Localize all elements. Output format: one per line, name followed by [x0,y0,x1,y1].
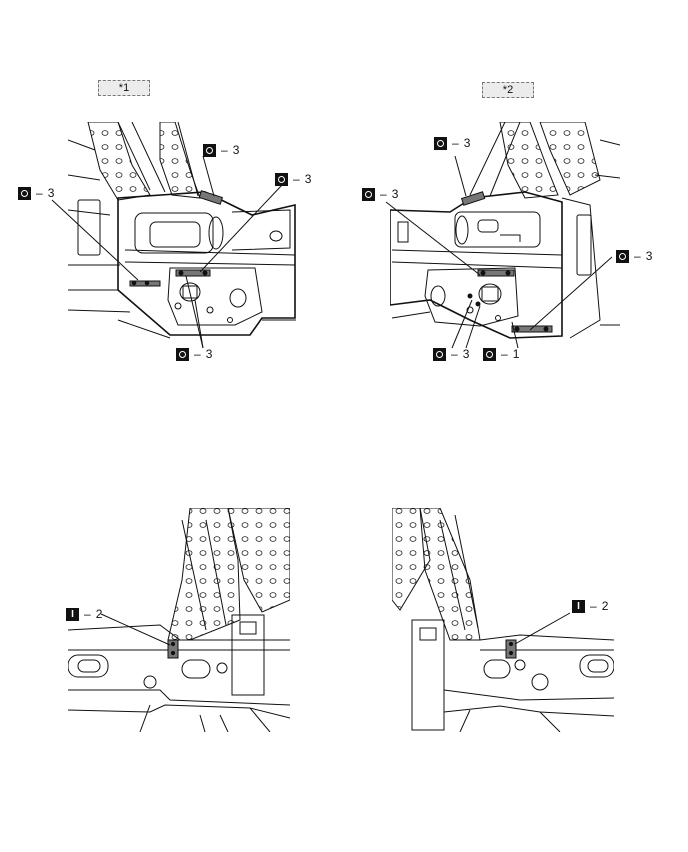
callout-dash: – [451,347,458,361]
o-symbol-icon [362,187,375,201]
callout-number: 3 [47,186,55,200]
callout-dash: – [380,187,387,201]
callout-number: 3 [462,347,470,361]
view-3-callout-1: – 2 [66,607,102,621]
view-2-callout-2: – 3 [362,187,398,201]
view-2-callout-4: – 3 [433,347,469,361]
callout-dash: – [452,136,459,150]
callout-number: 1 [512,347,520,361]
callout-dash: – [194,347,201,361]
o-symbol-icon [18,186,31,200]
view-2-tag: *2 [482,82,534,98]
o-symbol-icon [275,172,288,186]
view-2-drawing [390,122,620,339]
callout-number: 3 [645,249,653,263]
callout-dash: – [84,607,91,621]
o-symbol-icon [176,347,189,361]
callout-number: 2 [601,599,609,613]
view-1-leaders [51,155,283,349]
o-symbol-icon [203,143,216,157]
callout-number: 2 [95,607,103,621]
callout-number: 3 [463,136,471,150]
callout-dash: – [293,172,300,186]
callout-dash: – [36,186,43,200]
view-4-leaders [514,612,571,645]
i-symbol-icon [66,607,79,621]
callout-dash: – [634,249,641,263]
view-2-callout-3: – 3 [616,249,652,263]
callout-dash: – [501,347,508,361]
view-1-tag: *1 [98,80,150,96]
o-symbol-icon [433,347,446,361]
view-4-drawing [392,508,614,732]
callout-number: 3 [232,143,240,157]
callout-number: 3 [304,172,312,186]
view-3-drawing [68,508,290,732]
view-4-callout-1: – 2 [572,599,608,613]
view-2-leaders [385,155,613,349]
view-1-callout-1: – 3 [203,143,239,157]
view-2-callout-1: – 3 [434,136,470,150]
callout-dash: – [221,143,228,157]
view-1-callout-4: – 3 [176,347,212,361]
callout-number: 3 [205,347,213,361]
callout-dash: – [590,599,597,613]
view-2-callout-5: – 1 [483,347,519,361]
callout-number: 3 [391,187,399,201]
i-symbol-icon [572,599,585,613]
view-1-drawing [68,122,296,339]
view-1-callout-3: – 3 [18,186,54,200]
view-1-callout-2: – 3 [275,172,311,186]
o-symbol-icon [483,347,496,361]
o-symbol-icon [616,249,629,263]
view-3-leaders [100,613,171,646]
o-symbol-icon [434,136,447,150]
